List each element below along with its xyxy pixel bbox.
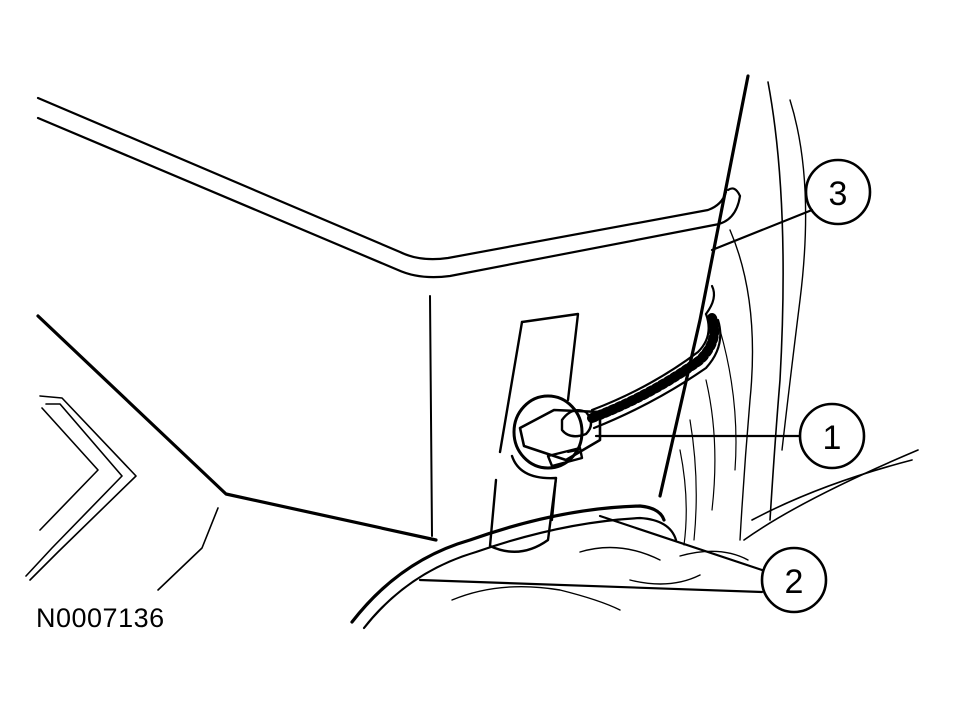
callout-3-label: 3 (829, 175, 848, 213)
wheel-housing (350, 449, 919, 630)
callout-2-label: 2 (785, 563, 804, 601)
callout-3: 3 (804, 158, 872, 226)
wire-harness (587, 284, 722, 430)
leader-lines (418, 208, 814, 594)
upper-panel (36, 96, 742, 279)
callout-2: 2 (760, 546, 828, 614)
callout-1-label: 1 (823, 419, 842, 457)
sensor-connector (512, 394, 602, 470)
sensor-bracket (488, 312, 580, 553)
figure-id-label: N0007136 (36, 603, 165, 633)
callout-1: 1 (798, 402, 866, 470)
left-wall (25, 314, 438, 591)
vertical-pillar (429, 74, 807, 546)
